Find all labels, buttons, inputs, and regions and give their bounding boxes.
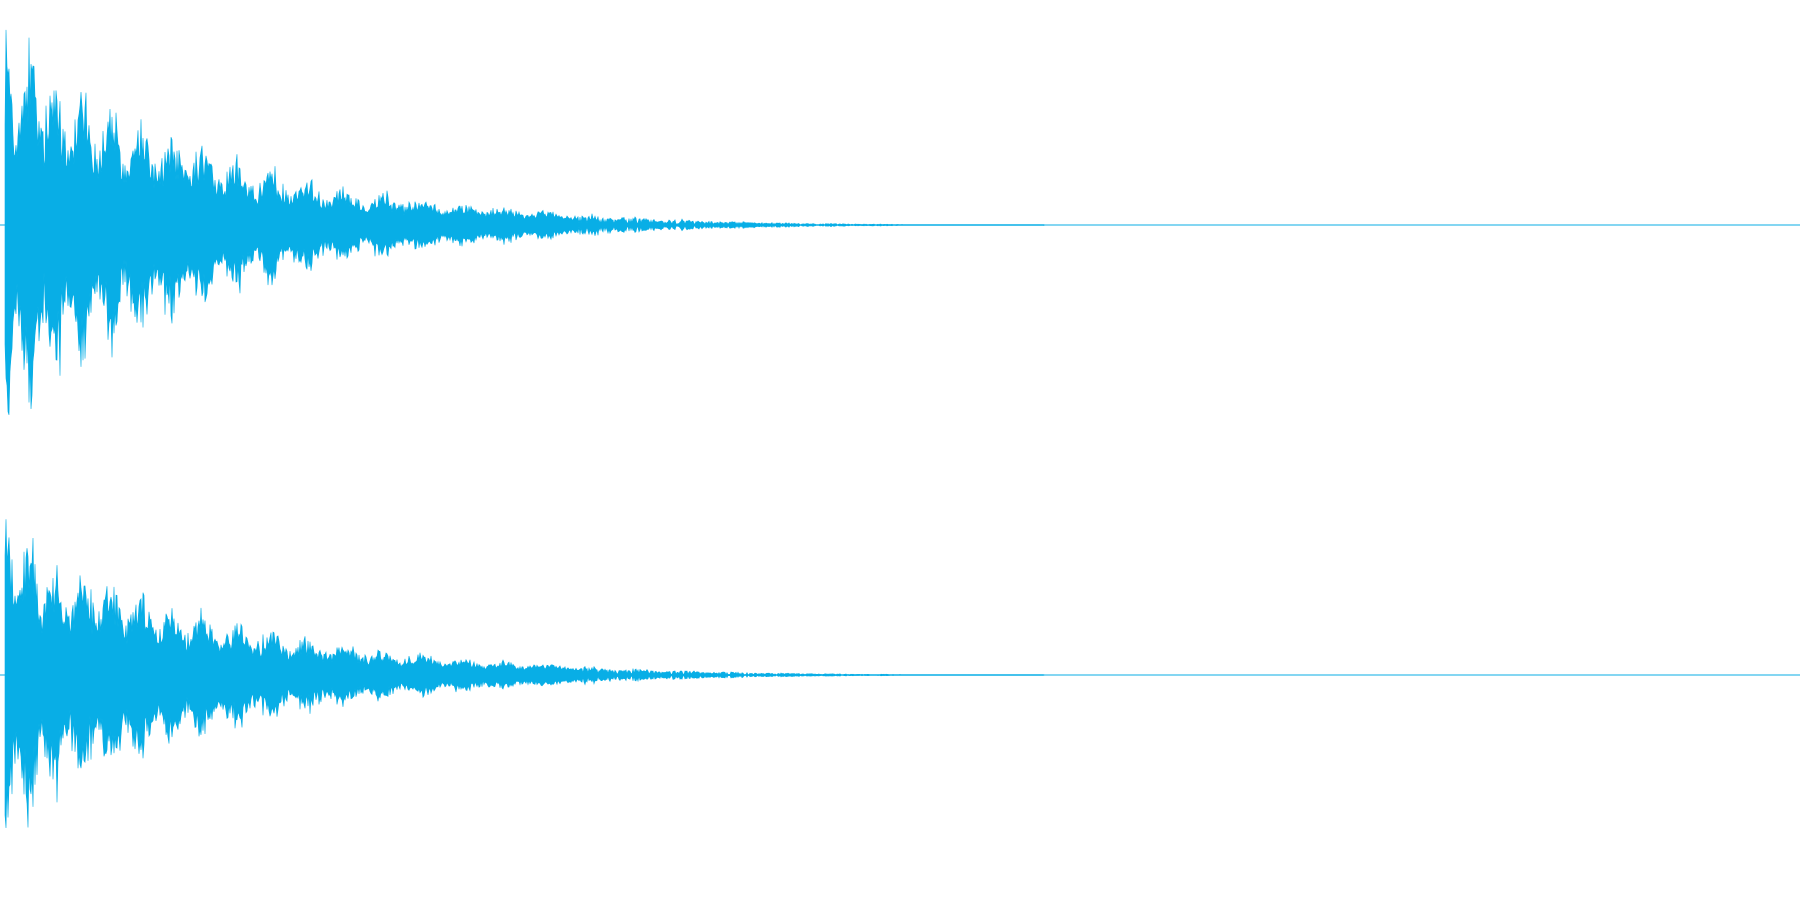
waveform-fill-right [4,519,1045,829]
channel-left[interactable] [0,0,1800,450]
waveform-right [0,519,1800,829]
channel-right[interactable] [0,450,1800,900]
waveform-left [0,29,1800,415]
waveform-fill-left [4,29,1045,415]
